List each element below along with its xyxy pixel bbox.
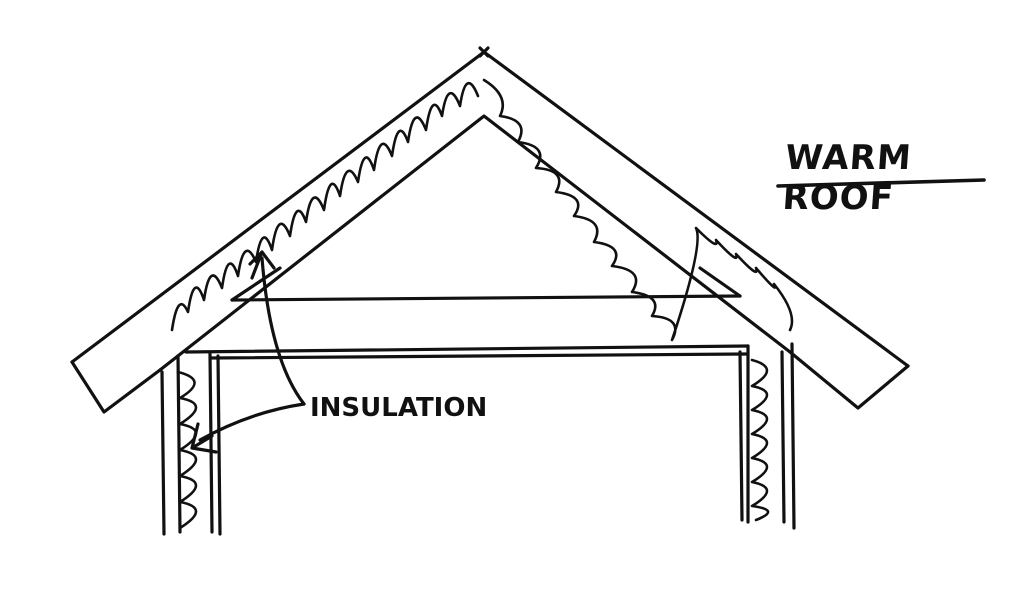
insulation-leader-lines: [190, 250, 306, 454]
rafter-insulation: [170, 78, 794, 342]
insulation-callout-label: INSULATION: [310, 393, 488, 423]
right-wall: [738, 342, 796, 530]
diagram-title: WARM ROOF: [781, 138, 914, 218]
roof-rafters: [70, 46, 910, 414]
ceiling-joist: [230, 266, 742, 302]
left-wall: [160, 352, 222, 536]
title-underline: [776, 178, 986, 188]
wall-plate: [184, 344, 750, 360]
